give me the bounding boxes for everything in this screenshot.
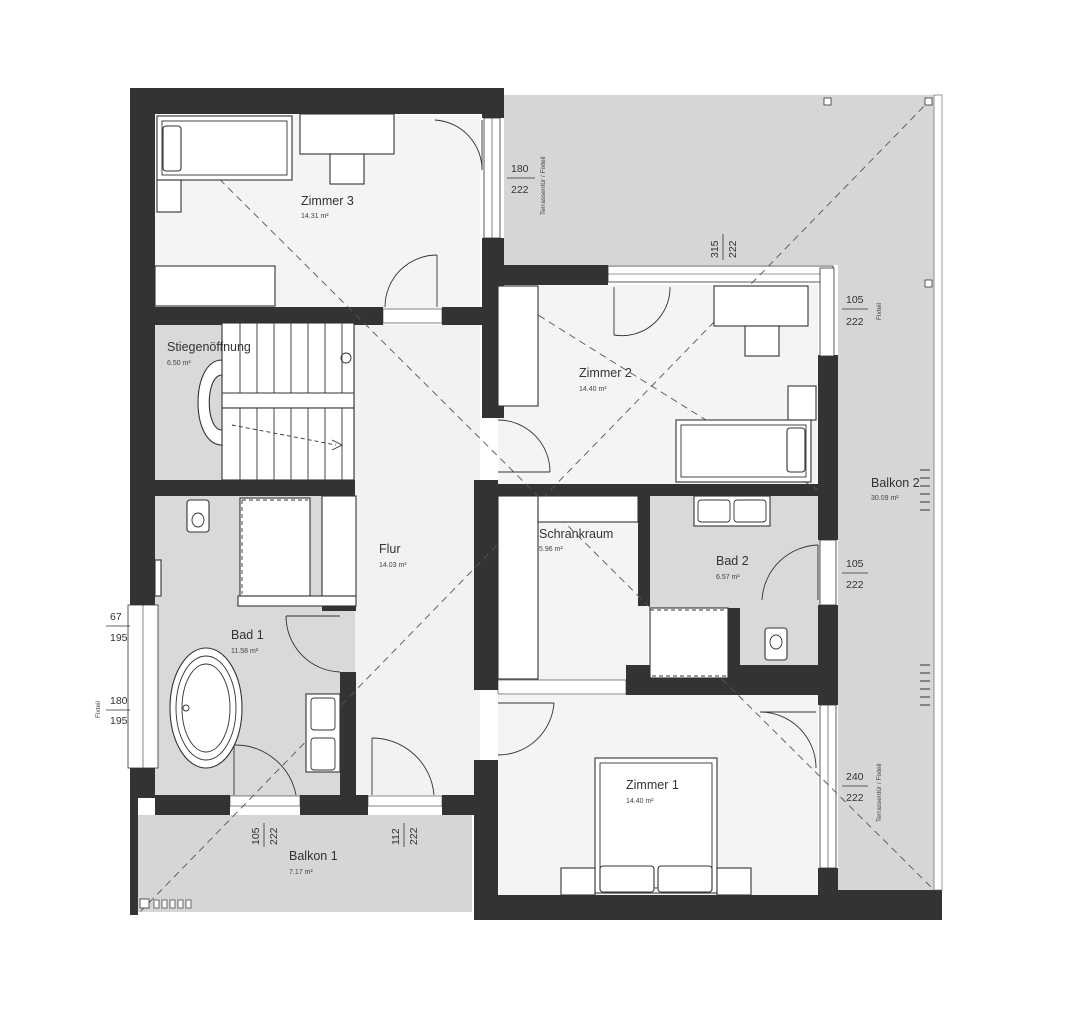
room-area-flur: 14.03 m² — [379, 562, 407, 569]
room-area-bad2: 6.57 m² — [716, 574, 740, 581]
opening-105b-width: 105 — [846, 558, 864, 570]
room-area-schrank: 5.96 m² — [539, 546, 563, 553]
opening-180b-note: Fixteil — [95, 700, 102, 718]
opening-180b-width: 180 — [110, 695, 128, 707]
room-name-zimmer2: Zimmer 2 — [579, 366, 632, 380]
furniture-schrank-bad2 — [497, 495, 788, 680]
doors — [233, 119, 819, 796]
room-name-zimmer3: Zimmer 3 — [301, 194, 354, 208]
room-name-stiegen: Stiegenöffnung — [167, 340, 251, 354]
furniture-zimmer2 — [497, 285, 817, 483]
opening-105c-height: 222 — [268, 827, 280, 845]
room-area-balkon1: 7.17 m² — [289, 869, 313, 876]
opening-180a-height: 222 — [511, 184, 529, 196]
opening-315-height: 222 — [727, 240, 739, 258]
room-area-stiegen: 6.50 m² — [167, 360, 191, 367]
room-name-schrank: Schrankraum — [539, 527, 613, 541]
room-name-balkon1: Balkon 1 — [289, 849, 338, 863]
opening-105b-height: 222 — [846, 579, 864, 591]
room-name-bad1: Bad 1 — [231, 628, 264, 642]
room-area-bad1: 11.58 m² — [231, 648, 259, 655]
room-name-balkon2: Balkon 2 — [871, 476, 920, 490]
opening-240-width: 240 — [846, 771, 864, 783]
opening-105c-width: 105 — [250, 827, 262, 845]
opening-180a-width: 180 — [511, 163, 529, 175]
room-name-bad2: Bad 2 — [716, 554, 749, 568]
opening-labels: 180 222 Terrassentür / Fixteil 315 222 1… — [95, 156, 883, 847]
opening-180b-height: 195 — [110, 715, 128, 727]
opening-240-note: Terrassentür / Fixteil — [876, 763, 883, 822]
furniture-zimmer1 — [560, 757, 752, 896]
room-area-zimmer3: 14.31 m² — [301, 213, 329, 220]
opening-240-height: 222 — [846, 792, 864, 804]
windows — [127, 94, 943, 891]
room-area-balkon2: 30.09 m² — [871, 495, 899, 502]
room-labels: Zimmer 3 14.31 m² Stiegenöffnung 6.50 m²… — [167, 194, 920, 876]
stairs — [155, 322, 355, 481]
opening-180a-note: Terrassentür / Fixteil — [540, 156, 547, 215]
opening-105a-note: Fixteil — [876, 302, 883, 320]
balkon-details — [139, 97, 933, 909]
room-name-flur: Flur — [379, 542, 401, 556]
room-area-zimmer1: 14.40 m² — [626, 798, 654, 805]
opening-105a-width: 105 — [846, 294, 864, 306]
opening-112-height: 222 — [408, 827, 420, 845]
room-area-zimmer2: 14.40 m² — [579, 386, 607, 393]
opening-105a-height: 222 — [846, 316, 864, 328]
opening-67-height: 195 — [110, 632, 128, 644]
walls — [130, 88, 942, 920]
furniture-bad1 — [154, 495, 357, 773]
room-name-zimmer1: Zimmer 1 — [626, 778, 679, 792]
furniture-zimmer3 — [154, 113, 395, 307]
opening-112-width: 112 — [390, 828, 402, 845]
opening-315-width: 315 — [709, 240, 721, 258]
opening-67-width: 67 — [110, 611, 122, 623]
